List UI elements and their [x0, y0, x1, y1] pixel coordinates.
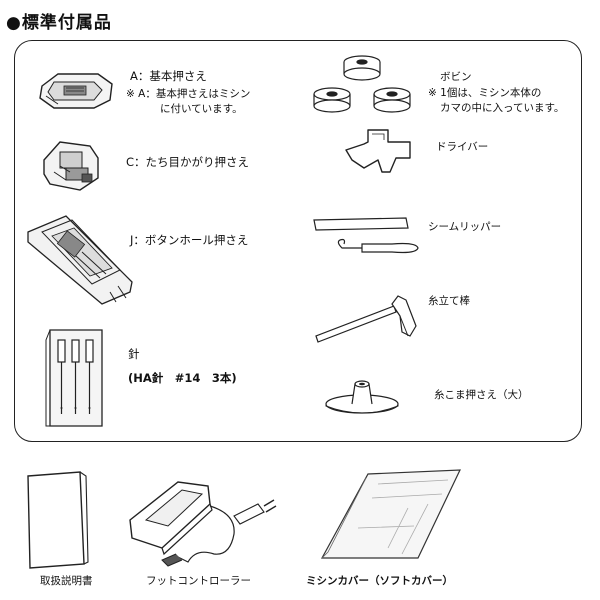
foot-a-note-line2: に付いています。 — [160, 103, 243, 115]
bobbin-label: ボビン — [440, 71, 472, 83]
spool-cap-label: 糸こま押さえ（大） — [434, 389, 529, 401]
foot-controller-icon — [126, 476, 278, 572]
foot-c-label: C：たち目かがり押さえ — [126, 155, 250, 169]
screwdriver-icon — [338, 128, 418, 184]
presser-foot-a-icon — [36, 66, 116, 112]
driver-label: ドライバー — [436, 141, 489, 153]
needle-label: 針 — [128, 347, 140, 361]
overcast-foot-icon — [40, 138, 104, 194]
spool-pin-label: 糸立て棒 — [428, 295, 470, 307]
foot-controller-label: フットコントローラー — [146, 575, 251, 587]
standard-accessories-frame — [14, 40, 582, 442]
foot-a-label: A：基本押さえ — [130, 69, 207, 83]
manual-icon — [24, 470, 90, 570]
spool-pin-icon — [314, 292, 420, 348]
foot-a-note-line1: ※ A：基本押さえはミシン — [126, 88, 251, 100]
foot-j-label: J：ボタンホール押さえ — [130, 233, 249, 247]
needle-pack-icon — [44, 326, 108, 430]
soft-cover-icon — [318, 468, 468, 562]
bobbin-note-line1: ※ 1個は、ミシン本体の — [428, 87, 542, 99]
page-title: ●標準付属品 — [6, 13, 112, 33]
buttonhole-foot-icon — [22, 212, 136, 308]
manual-label: 取扱説明書 — [40, 575, 93, 587]
needle-detail: (HA針 #14 3本) — [128, 371, 237, 385]
spool-cap-icon — [322, 376, 402, 416]
seam-ripper-icon — [312, 216, 422, 258]
bobbin-note-line2: カマの中に入っています。 — [440, 102, 565, 114]
bobbin-icon — [312, 52, 412, 124]
ripper-label: シームリッパー — [428, 221, 502, 233]
soft-cover-label: ミシンカバー（ソフトカバー） — [306, 575, 453, 587]
